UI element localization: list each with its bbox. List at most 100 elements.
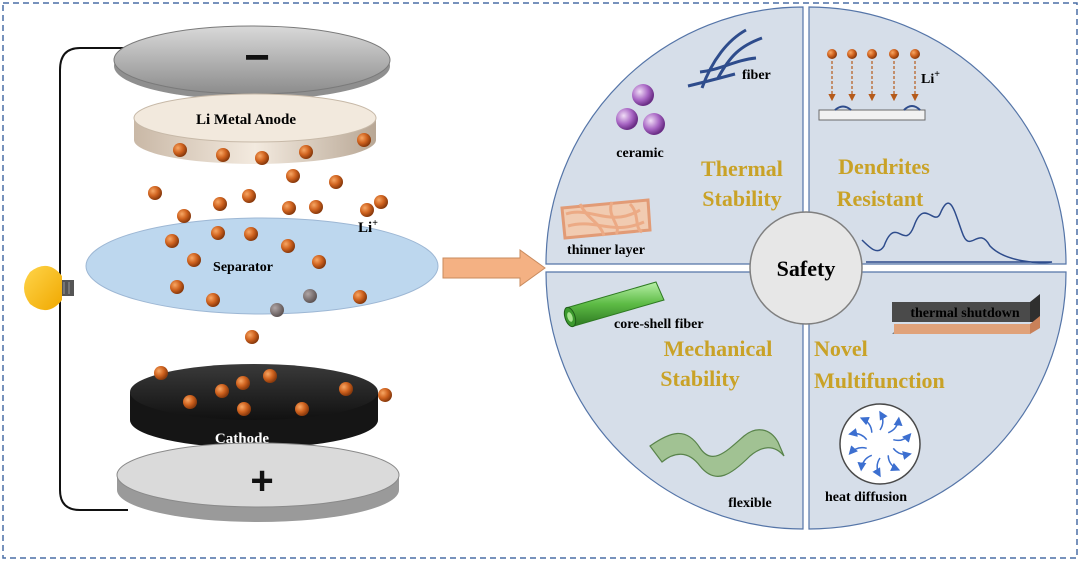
li-ion — [286, 169, 300, 183]
li-ion — [295, 402, 309, 416]
li-ion — [281, 239, 295, 253]
li-ion — [282, 201, 296, 215]
electrode-plate — [818, 109, 926, 121]
li-ion — [263, 369, 277, 383]
falling-ion — [827, 49, 837, 59]
novel-title-line2: Multifunction — [814, 368, 945, 393]
heat-arrow — [848, 445, 867, 456]
heat-arrow — [887, 455, 901, 472]
li-ion — [154, 366, 168, 380]
separator-disk: Separator — [85, 217, 439, 315]
dendrite-curve-icon — [861, 202, 1053, 264]
heat-arrow — [893, 432, 912, 443]
fiber-label: fiber — [742, 68, 771, 83]
li-ion — [236, 376, 250, 390]
safety-center — [749, 211, 863, 325]
quadrant-thermal-stability — [545, 6, 804, 265]
li-ion — [242, 189, 256, 203]
thermal-title-line1: Thermal — [701, 156, 783, 181]
heat-arrow — [859, 416, 873, 433]
battery-schematic: − Li Metal Anode Separator Li+ Cathode + — [24, 25, 439, 522]
li-ion-embedded — [303, 289, 317, 303]
li-ion — [173, 143, 187, 157]
li-ion — [216, 148, 230, 162]
li-ion — [357, 133, 371, 147]
thermal-content: fiber ceramic thinner layer Thermal Stab… — [560, 28, 783, 258]
li-ion — [378, 388, 392, 402]
falling-ion — [847, 49, 857, 59]
li-ion — [329, 175, 343, 189]
safety-circle: Safety — [545, 6, 1067, 530]
falling-li-ions — [827, 49, 920, 102]
li-ion — [244, 227, 258, 241]
novel-title-line1: Novel — [814, 336, 868, 361]
mechanical-content: core-shell fiber Mechanical Stability fl… — [563, 281, 785, 511]
negative-sign: − — [244, 33, 270, 82]
cathode-disk: Cathode — [130, 364, 378, 448]
dendrite-bumps — [834, 105, 921, 111]
li-ion — [353, 290, 367, 304]
thermal-title-line2: Stability — [702, 186, 781, 211]
falling-ion — [910, 49, 920, 59]
li-ion-label: Li+ — [358, 218, 378, 236]
dendrites-content: Li+ Dendrites Resistant — [818, 49, 1053, 264]
li-ion — [211, 226, 225, 240]
heat-arrow — [887, 416, 903, 434]
heat-diffusion-label: heat diffusion — [825, 490, 907, 505]
positive-sign: + — [250, 459, 273, 503]
flexible-sheet-icon — [649, 429, 785, 477]
li-ion — [255, 151, 269, 165]
li-ion — [339, 382, 353, 396]
li-ion — [360, 203, 374, 217]
li-ion — [187, 253, 201, 267]
quadrant-dendrites-resistant — [808, 6, 1067, 265]
anode-label: Li Metal Anode — [196, 112, 296, 128]
safety-label: Safety — [777, 256, 836, 281]
thinner-layer-label: thinner layer — [567, 243, 645, 258]
li-ion — [309, 200, 323, 214]
li-ion — [312, 255, 326, 269]
separator-label: Separator — [213, 260, 273, 275]
ceramic-label: ceramic — [616, 146, 663, 161]
dendrites-title-line1: Dendrites — [838, 154, 930, 179]
dendrite-li-label: Li+ — [921, 69, 940, 87]
thermal-shutdown-icon — [892, 294, 1040, 334]
li-ion — [215, 384, 229, 398]
fiber-icon — [687, 28, 763, 89]
li-ion — [213, 197, 227, 211]
falling-ion — [889, 49, 899, 59]
heat-arrow — [879, 410, 888, 431]
li-metal-anode: Li Metal Anode — [133, 93, 377, 164]
li-ion — [245, 330, 259, 344]
positive-cap: + — [116, 442, 400, 522]
li-ion — [206, 293, 220, 307]
li-ion — [170, 280, 184, 294]
li-ion — [183, 395, 197, 409]
li-ion — [237, 402, 251, 416]
heat-arrow — [892, 447, 912, 460]
dendrites-title-line2: Resistant — [837, 186, 924, 211]
flexible-label: flexible — [728, 496, 772, 511]
ceramic-icon — [616, 84, 665, 135]
li-ion — [299, 145, 313, 159]
li-ion — [374, 195, 388, 209]
heat-diffusion-icon — [839, 403, 921, 485]
heat-arrow — [872, 457, 881, 478]
li-ion — [165, 234, 179, 248]
mechanical-title-line2: Stability — [660, 366, 739, 391]
thinner-layer-icon — [560, 198, 652, 240]
negative-cap: − — [113, 25, 391, 100]
right-arrow — [442, 249, 546, 287]
li-ion-embedded — [270, 303, 284, 317]
core-shell-label: core-shell fiber — [614, 317, 704, 332]
mechanical-title-line1: Mechanical — [664, 336, 773, 361]
heat-arrow — [857, 454, 873, 472]
li-ion — [148, 186, 162, 200]
li-ion — [177, 209, 191, 223]
light-bulb-icon — [24, 265, 74, 311]
thermal-shutdown-label: thermal shutdown — [910, 306, 1020, 321]
lithium-ions — [148, 133, 392, 416]
falling-ion — [867, 49, 877, 59]
